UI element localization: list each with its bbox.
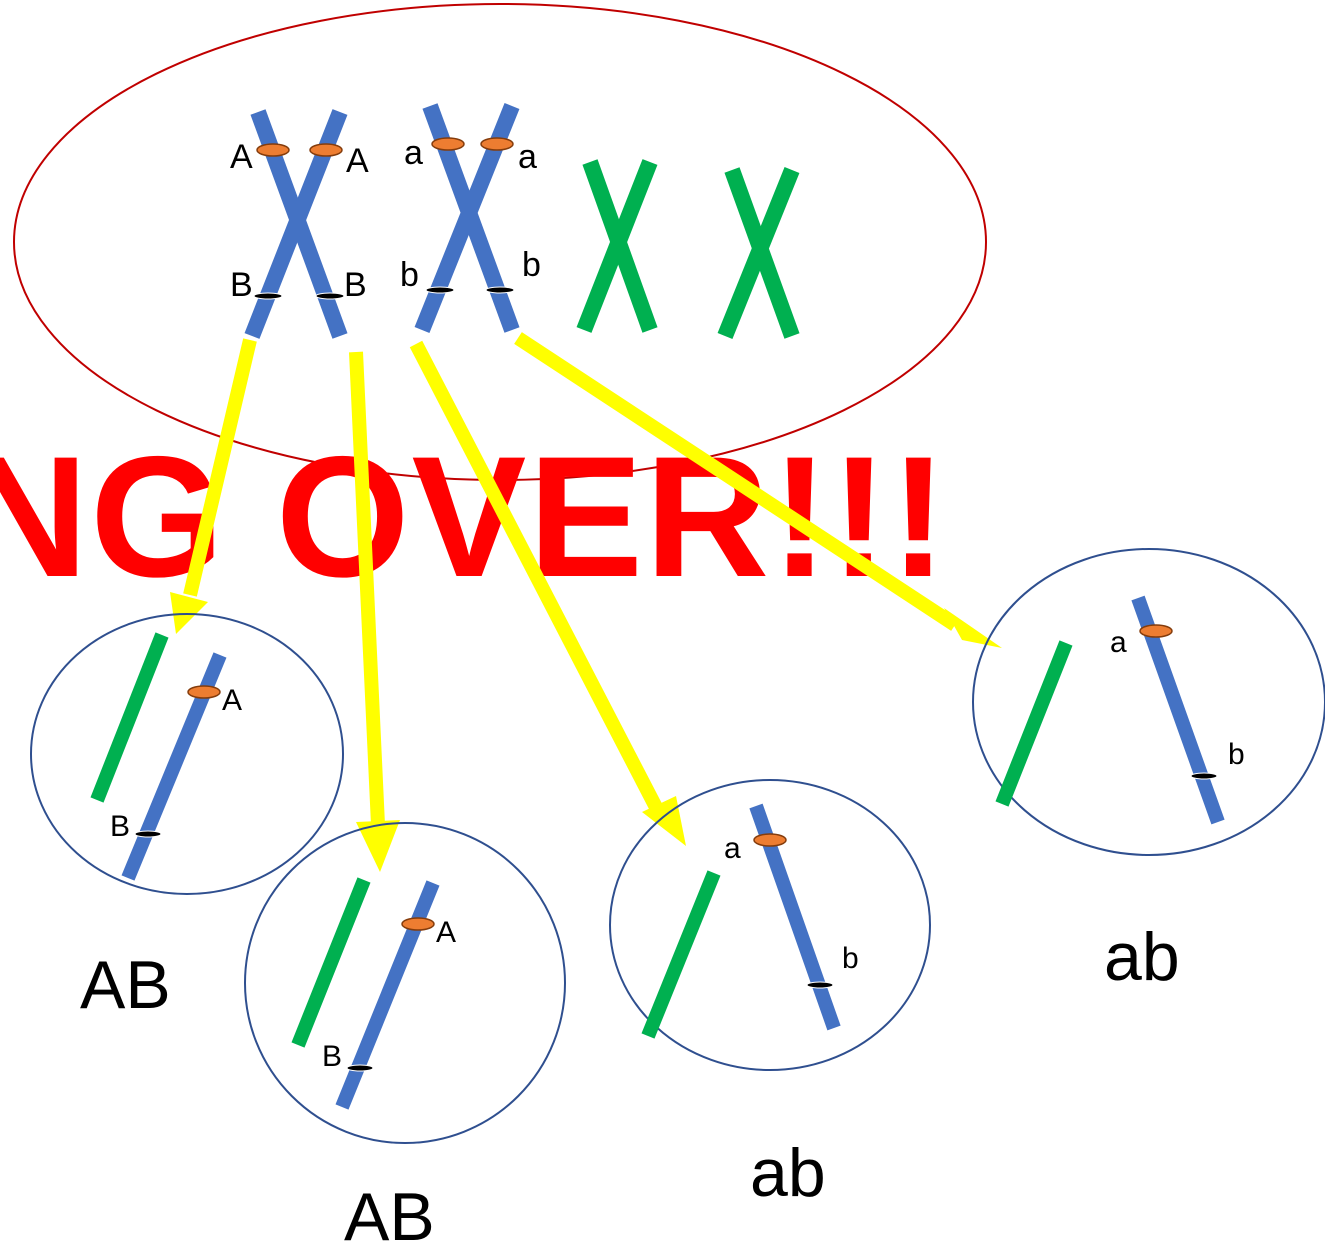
genotype-label-cell-1: AB: [80, 947, 171, 1023]
gene-label-A-left: A: [230, 138, 253, 176]
gene-a-marker: [753, 833, 787, 847]
gene-label-a-left: a: [404, 134, 423, 172]
gene-B-marker: [346, 1064, 374, 1072]
genotype-label-cell-3: ab: [750, 1135, 826, 1211]
daughter-cell-3: a b: [609, 779, 931, 1071]
gene-label-bottom: b: [1228, 738, 1245, 771]
daughter-cell-2-membrane: [244, 822, 566, 1144]
gene-label-top: A: [222, 684, 242, 717]
gene-label-bottom: b: [842, 942, 859, 975]
gene-label-bottom: B: [110, 810, 130, 843]
gene-label-A-right: A: [346, 142, 369, 180]
gene-a-marker: [1139, 624, 1173, 638]
daughter-cell-1-membrane: [30, 613, 344, 895]
gene-label-B-left: B: [230, 266, 253, 304]
daughter-cell-4: a b: [972, 548, 1325, 856]
daughter-cell-2: A B: [244, 822, 566, 1144]
parent-cell-membrane: [13, 3, 987, 481]
gene-label-B-right: B: [344, 266, 367, 304]
parent-chromosome-green-1: [576, 159, 658, 333]
arrowhead-2: [356, 820, 400, 872]
arrowhead-4: [944, 608, 1002, 648]
gene-label-b-right: b: [522, 246, 541, 284]
daughter-cell-4-membrane: [972, 548, 1325, 856]
green-chromosome: [995, 640, 1073, 807]
gene-B-marker: [134, 830, 162, 838]
arrowhead-1: [170, 592, 208, 634]
gene-A-marker: [401, 917, 435, 931]
green-chromosome: [641, 870, 721, 1039]
gene-label-b-left: b: [400, 256, 419, 294]
gene-label-top: A: [436, 916, 456, 949]
gene-b-marker: [806, 981, 834, 989]
genotype-label-cell-2: AB: [344, 1179, 435, 1250]
daughter-cell-1: A B: [30, 613, 344, 895]
green-chromosome: [291, 877, 371, 1048]
genotype-label-cell-4: ab: [1104, 919, 1180, 995]
daughter-cell-3-membrane: [609, 779, 931, 1071]
gene-A-marker: [187, 685, 221, 699]
segregation-arrows: [170, 332, 1002, 872]
gene-label-top: a: [724, 832, 741, 865]
green-chromosome: [90, 632, 169, 803]
parent-chromosome-green-2: [717, 167, 800, 339]
gene-label-top: a: [1110, 626, 1127, 659]
gene-label-a-right: a: [518, 138, 537, 176]
parent-gene-markers: [253, 137, 515, 300]
gene-b-marker: [1190, 772, 1218, 780]
gene-label-bottom: B: [322, 1040, 342, 1073]
